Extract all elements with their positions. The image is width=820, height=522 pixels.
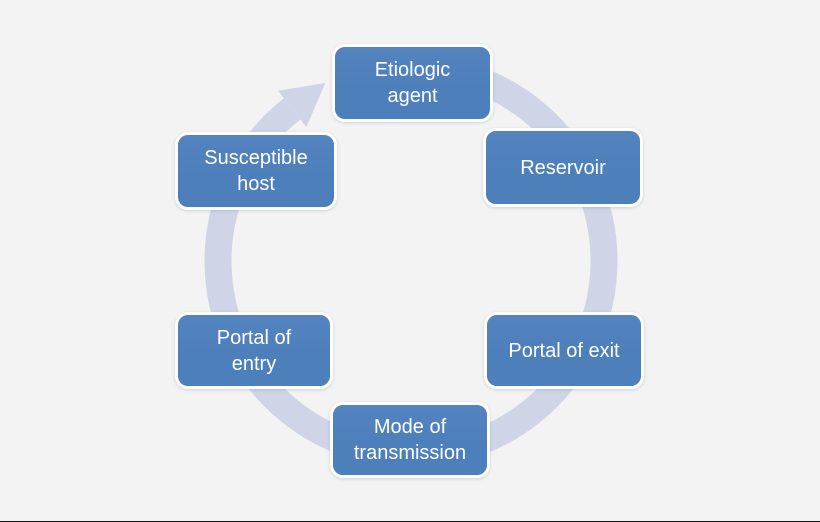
node-mode-of-transmission-label: Mode of transmission — [353, 416, 467, 464]
node-reservoir: Reservoir — [483, 128, 643, 207]
node-reservoir-label: Reservoir — [520, 156, 606, 179]
node-etiologic-agent: Etiologic agent — [332, 44, 493, 122]
node-portal-of-exit-label: Portal of exit — [508, 339, 620, 362]
node-etiologic-agent-label: Etiologic agent — [374, 59, 451, 107]
node-mode-of-transmission: Mode of transmission — [330, 402, 490, 478]
node-portal-of-exit: Portal of exit — [484, 312, 644, 389]
node-susceptible-host: Susceptible host — [175, 132, 337, 210]
node-portal-of-entry-label: Portal of entry — [216, 326, 292, 375]
cycle-arrowhead-icon — [278, 83, 326, 127]
node-susceptible-host-label: Susceptible host — [204, 147, 308, 195]
node-portal-of-entry: Portal of entry — [175, 312, 333, 389]
